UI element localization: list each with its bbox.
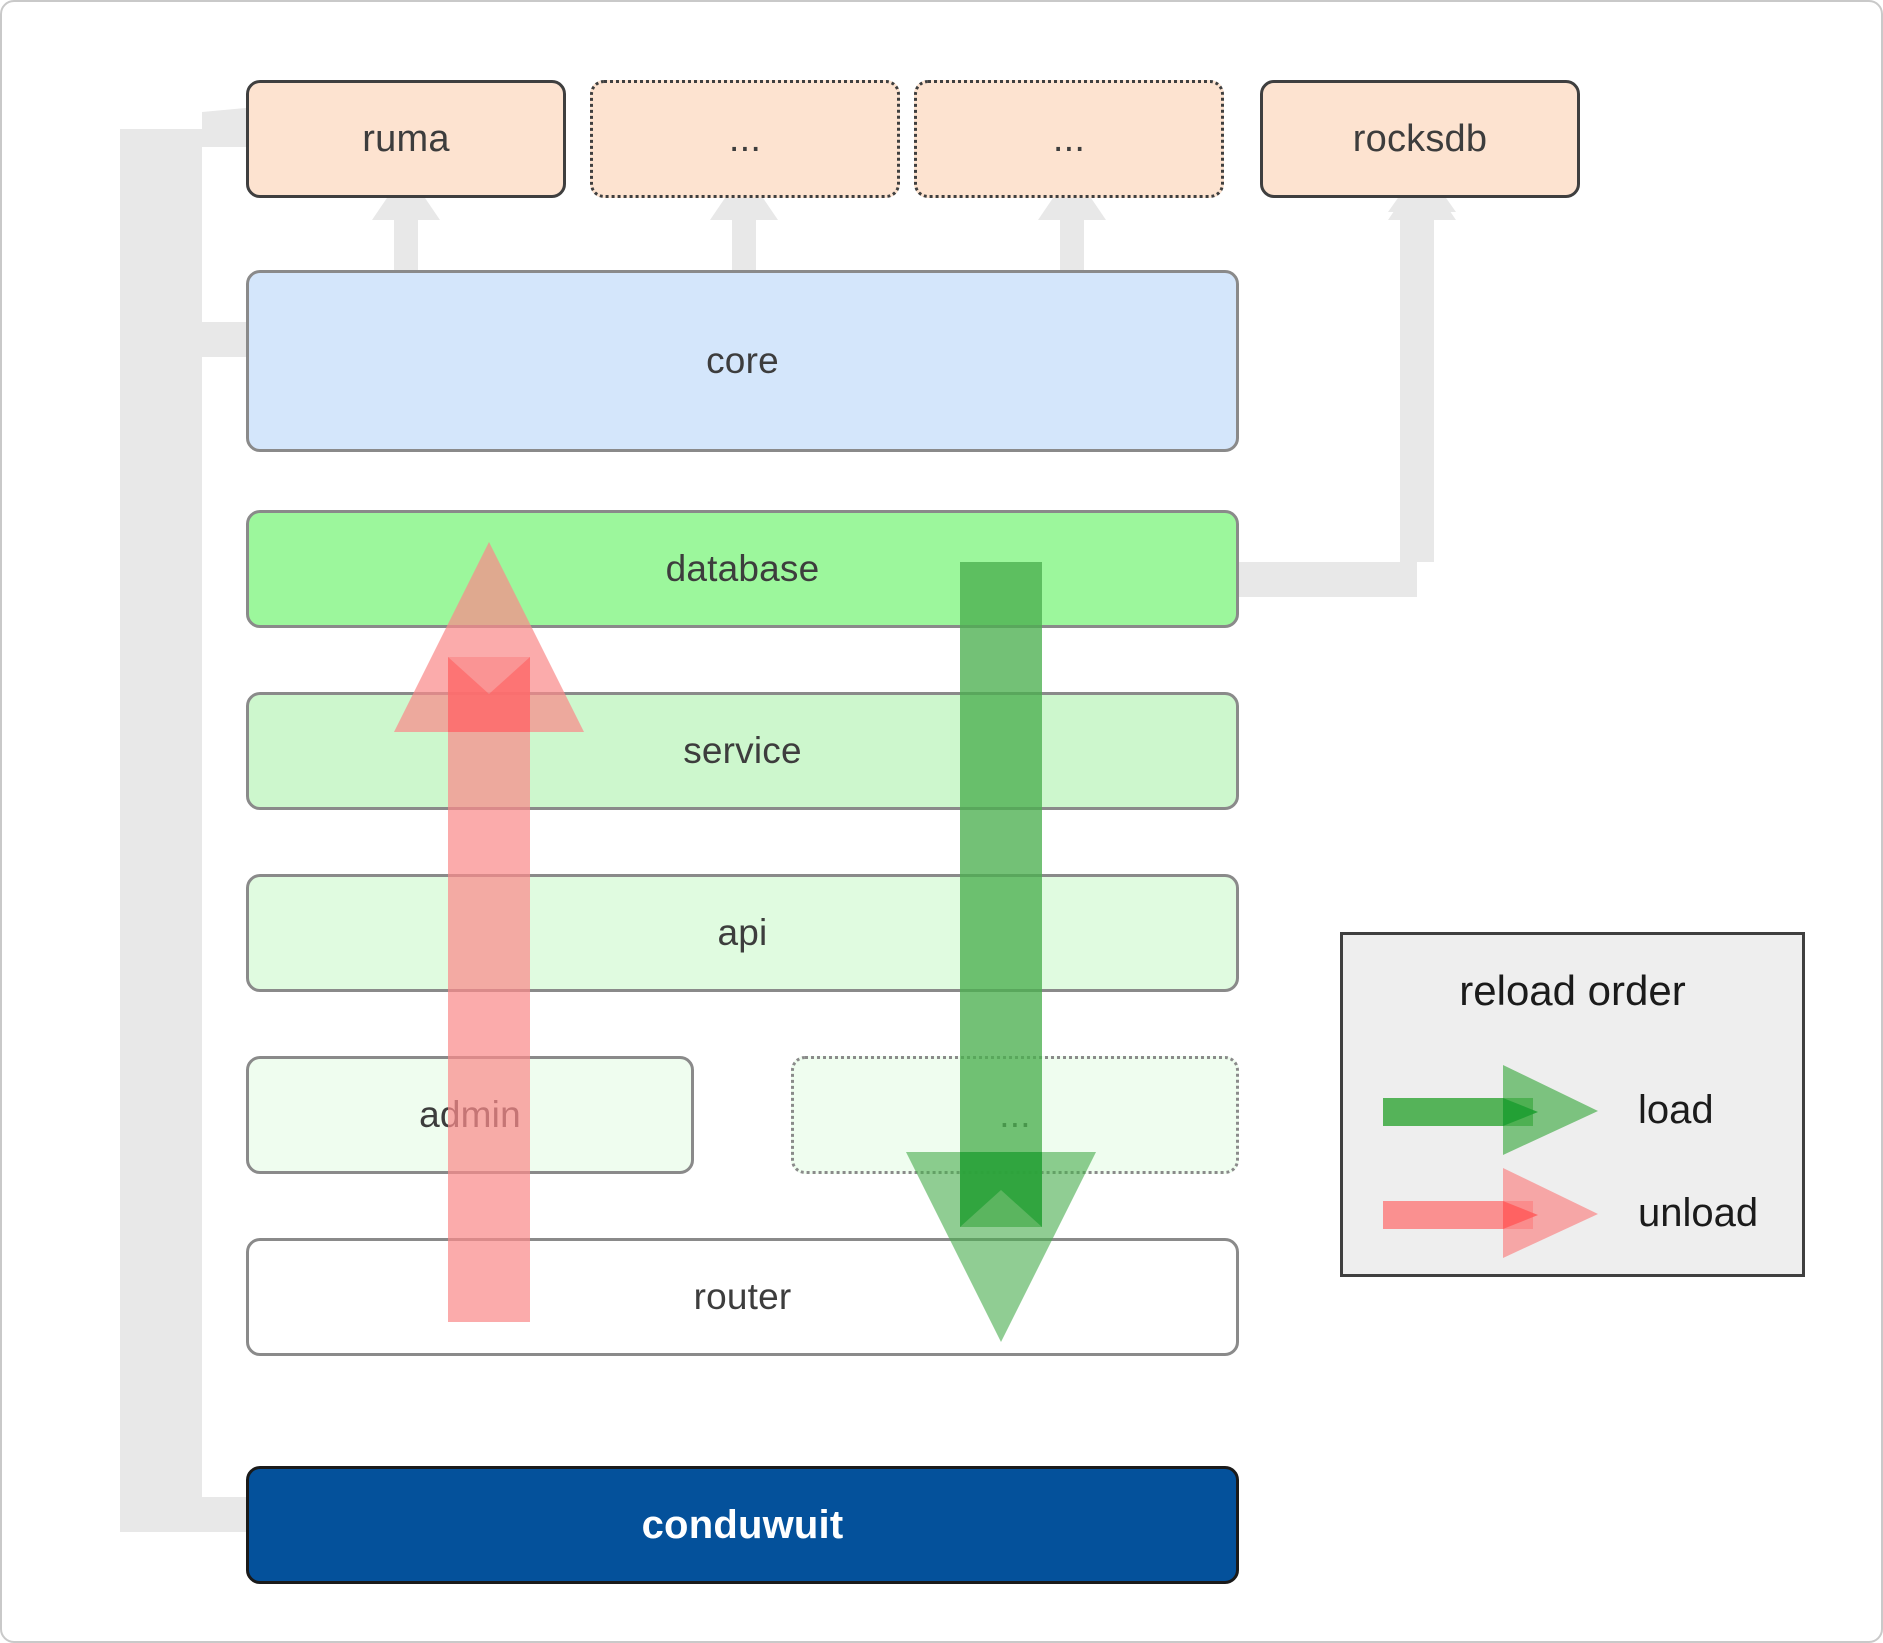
node-admin[interactable]: admin xyxy=(246,1056,694,1174)
legend-label-load: load xyxy=(1638,1087,1714,1132)
legend-label-unload: unload xyxy=(1638,1190,1759,1235)
node-rocksdb[interactable]: rocksdb xyxy=(1260,80,1580,198)
node-api[interactable]: api xyxy=(246,874,1239,992)
node-dots-low[interactable]: ... xyxy=(791,1056,1239,1174)
legend-panel: reload order load unload xyxy=(1340,932,1805,1277)
legend-item-load: load xyxy=(1383,1065,1773,1155)
load-arrow-icon xyxy=(1383,1065,1598,1155)
node-ruma[interactable]: ruma xyxy=(246,80,566,198)
node-database[interactable]: database xyxy=(246,510,1239,628)
legend-item-unload: unload xyxy=(1383,1168,1773,1258)
node-service[interactable]: service xyxy=(246,692,1239,810)
node-conduwuit[interactable]: conduwuit xyxy=(246,1466,1239,1584)
node-core[interactable]: core xyxy=(246,270,1239,452)
node-dots-1[interactable]: ... xyxy=(590,80,900,198)
unload-arrow-icon xyxy=(1383,1168,1598,1258)
legend-title: reload order xyxy=(1459,967,1686,1014)
node-router[interactable]: router xyxy=(246,1238,1239,1356)
node-dots-2[interactable]: ... xyxy=(914,80,1224,198)
